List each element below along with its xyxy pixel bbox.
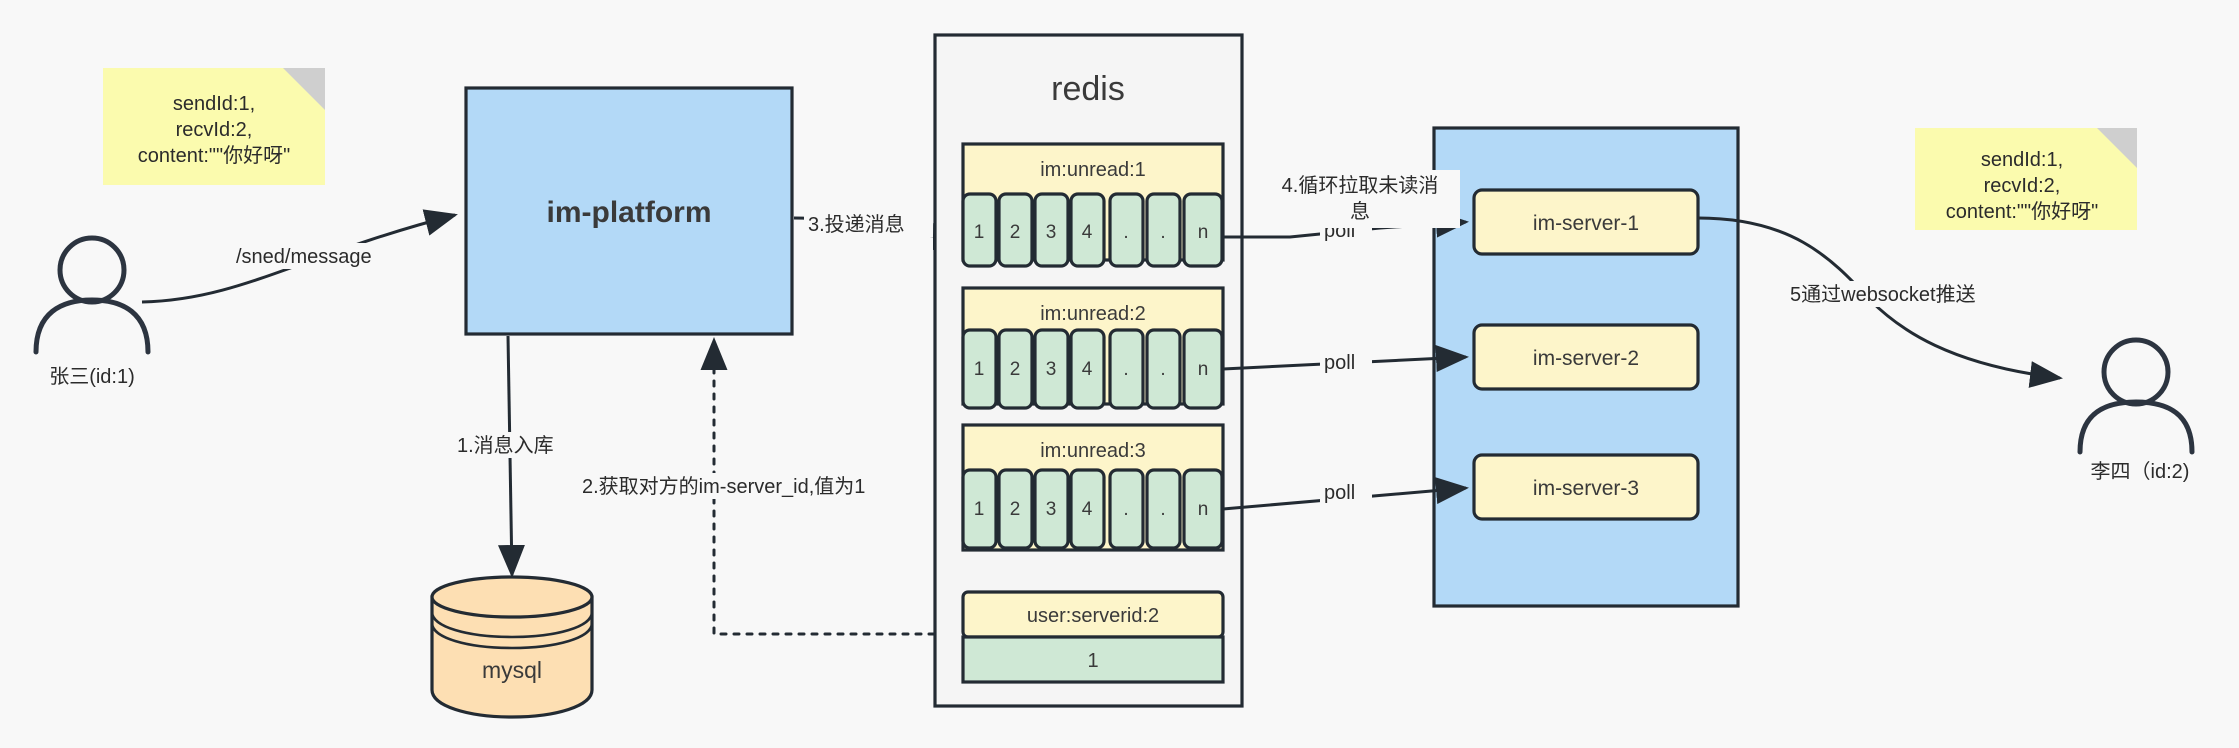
redis-cell: 2 (1010, 499, 1021, 520)
redis-cell: n (1198, 359, 1209, 380)
note-right: sendId:1, recvId:2, content:""你好呀" (1915, 128, 2137, 230)
note-left: sendId:1, recvId:2, content:""你好呀" (103, 68, 325, 185)
redis-queue-1-cells: 1 2 3 4 . . n (961, 328, 1224, 410)
redis-queue-0-cells: 1 2 3 4 . . n (961, 192, 1224, 268)
redis-cell: 3 (1046, 499, 1057, 520)
redis-queue-2-key: im:unread:3 (1040, 440, 1146, 462)
im-platform-label: im-platform (547, 196, 712, 229)
redis-cell: . (1160, 222, 1165, 243)
edge-step3-label-bg (804, 211, 933, 237)
redis-cell: 3 (1046, 359, 1057, 380)
redis-queue-2[interactable]: im:unread:3 1 2 3 4 . . n (961, 423, 1225, 552)
redis-mapping-value: 1 (1087, 650, 1098, 672)
redis-cell: . (1160, 359, 1165, 380)
receiver-user-icon (2077, 337, 2195, 455)
note-left-line2: recvId:2, (176, 119, 253, 141)
redis-cell: 2 (1010, 222, 1021, 243)
mysql-database[interactable]: mysql (430, 575, 594, 719)
im-server-3-label: im-server-3 (1533, 477, 1639, 500)
sender-user-icon (33, 235, 151, 355)
im-server-2-label: im-server-2 (1533, 347, 1639, 370)
redis-queue-0[interactable]: im:unread:1 1 2 3 4 . . n (961, 142, 1225, 268)
edge-poll-2-label-bg (1320, 350, 1372, 374)
edge-step4-label-line1: 4.循环拉取未读消 (1282, 174, 1439, 197)
im-server-2-box[interactable]: im-server-2 (1472, 323, 1700, 391)
im-server-1-box[interactable]: im-server-1 (1472, 188, 1700, 256)
note-left-line1: sendId:1, (173, 93, 255, 115)
receiver-label: 李四（id:2) (2091, 460, 2190, 483)
edge-step2-label-bg (578, 473, 872, 499)
redis-cell: 1 (974, 222, 985, 243)
edge-poll-3-label: poll (1324, 482, 1355, 504)
redis-title: redis (1051, 70, 1125, 108)
edge-step4-label-line2: 息 (1350, 200, 1370, 223)
edge-step5-label: 5通过websocket推送 (1790, 283, 1976, 306)
redis-cell: 1 (974, 499, 985, 520)
redis-cell: . (1123, 222, 1128, 243)
redis-cell: . (1123, 499, 1128, 520)
edge-poll-3-label-bg (1320, 480, 1372, 504)
edge-step3-label: 3.投递消息 (808, 213, 905, 236)
edge-step1-label-bg (453, 432, 575, 458)
edge-step4-label-bg (1260, 170, 1460, 228)
redis-mapping-key: user:serverid:2 (1027, 605, 1159, 627)
edge-send-message-label: /sned/message (236, 246, 372, 268)
im-server-3-box[interactable]: im-server-3 (1472, 453, 1700, 521)
redis-queue-1[interactable]: im:unread:2 1 2 3 4 . . n (961, 286, 1225, 410)
redis-queue-1-key: im:unread:2 (1040, 303, 1146, 325)
redis-cell: 1 (974, 359, 985, 380)
redis-cell: 4 (1082, 222, 1093, 243)
redis-cell: n (1198, 222, 1209, 243)
edge-step5-label-bg (1786, 281, 2002, 307)
edge-step1-label: 1.消息入库 (457, 434, 554, 457)
redis-cell: 2 (1010, 359, 1021, 380)
note-left-line3: content:""你好呀" (138, 144, 290, 167)
redis-queue-2-cells: 1 2 3 4 . . n (961, 468, 1224, 550)
note-right-line2: recvId:2, (1984, 175, 2061, 197)
edge-poll-2-label: poll (1324, 352, 1355, 374)
redis-cell: . (1160, 499, 1165, 520)
im-platform-box[interactable]: im-platform (464, 86, 794, 336)
redis-queue-0-key: im:unread:1 (1040, 159, 1146, 181)
redis-cell: . (1123, 359, 1128, 380)
redis-cell: 3 (1046, 222, 1057, 243)
edge-send-message-label-bg (228, 243, 386, 269)
redis-cell: 4 (1082, 359, 1093, 380)
mysql-label: mysql (482, 657, 542, 683)
redis-cell: 4 (1082, 499, 1093, 520)
note-right-line1: sendId:1, (1981, 149, 2063, 171)
note-right-line3: content:""你好呀" (1946, 200, 2098, 223)
edge-step2 (700, 337, 962, 636)
redis-mapping[interactable]: user:serverid:2 1 (961, 590, 1225, 684)
redis-cell: n (1198, 499, 1209, 520)
im-server-1-label: im-server-1 (1533, 212, 1639, 235)
edge-send-message (141, 209, 458, 304)
edge-step2-label: 2.获取对方的im-server_id,值为1 (582, 475, 865, 498)
sender-label: 张三(id:1) (49, 365, 135, 388)
